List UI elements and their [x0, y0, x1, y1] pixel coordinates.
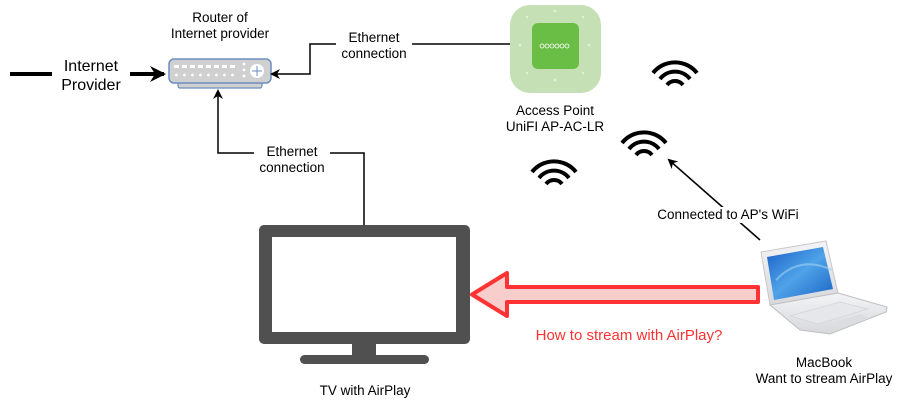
edge-label-tv-router-line1: Ethernet [266, 144, 318, 159]
edge-label-macbook-tv-text: How to stream with AirPlay? [535, 327, 723, 344]
access-point-icon [510, 5, 601, 93]
internet-provider-line2: Provider [61, 77, 121, 94]
router-label-line1: Router of [192, 10, 248, 25]
edge-label-macbook-ap-text: Connected to AP's WiFi [657, 207, 799, 222]
edge-label-macbook-ap: Connected to AP's WiFi [650, 207, 806, 223]
macbook-label-line2: Want to stream AirPlay [755, 371, 893, 386]
edge-label-tv-router: Ethernet connection [254, 144, 330, 176]
router-label: Router of Internet provider [160, 10, 280, 42]
access-point-label-line1: Access Point [515, 103, 595, 118]
macbook-label-line1: MacBook [795, 355, 853, 370]
internet-provider-label: Internet Provider [52, 57, 130, 95]
router-label-line2: Internet provider [170, 26, 270, 41]
edge-label-macbook-tv: How to stream with AirPlay? [514, 328, 744, 344]
macbook-label: MacBook Want to stream AirPlay [742, 355, 906, 387]
edge-label-ap-router-line1: Ethernet [348, 30, 400, 45]
edge-macbook-ap [667, 158, 761, 241]
tv-label-text: TV with AirPlay [319, 383, 411, 398]
edge-label-tv-router-line2: connection [259, 160, 325, 175]
access-point-label: Access Point UniFI AP-AC-LR [495, 103, 615, 135]
router-icon [168, 58, 272, 89]
wifi-icon [530, 159, 578, 186]
edge-label-ap-router-line2: connection [341, 46, 407, 61]
internet-provider-line1: Internet [63, 58, 119, 75]
edge-label-ap-router: Ethernet connection [336, 30, 412, 62]
wifi-icon [620, 130, 668, 157]
tv-icon [259, 225, 470, 364]
access-point-label-line2: UniFI AP-AC-LR [505, 119, 605, 134]
tv-label: TV with AirPlay [300, 383, 430, 399]
edge-macbook-tv-arrow [470, 271, 760, 318]
macbook-icon [760, 240, 888, 335]
wifi-icon [651, 60, 699, 87]
